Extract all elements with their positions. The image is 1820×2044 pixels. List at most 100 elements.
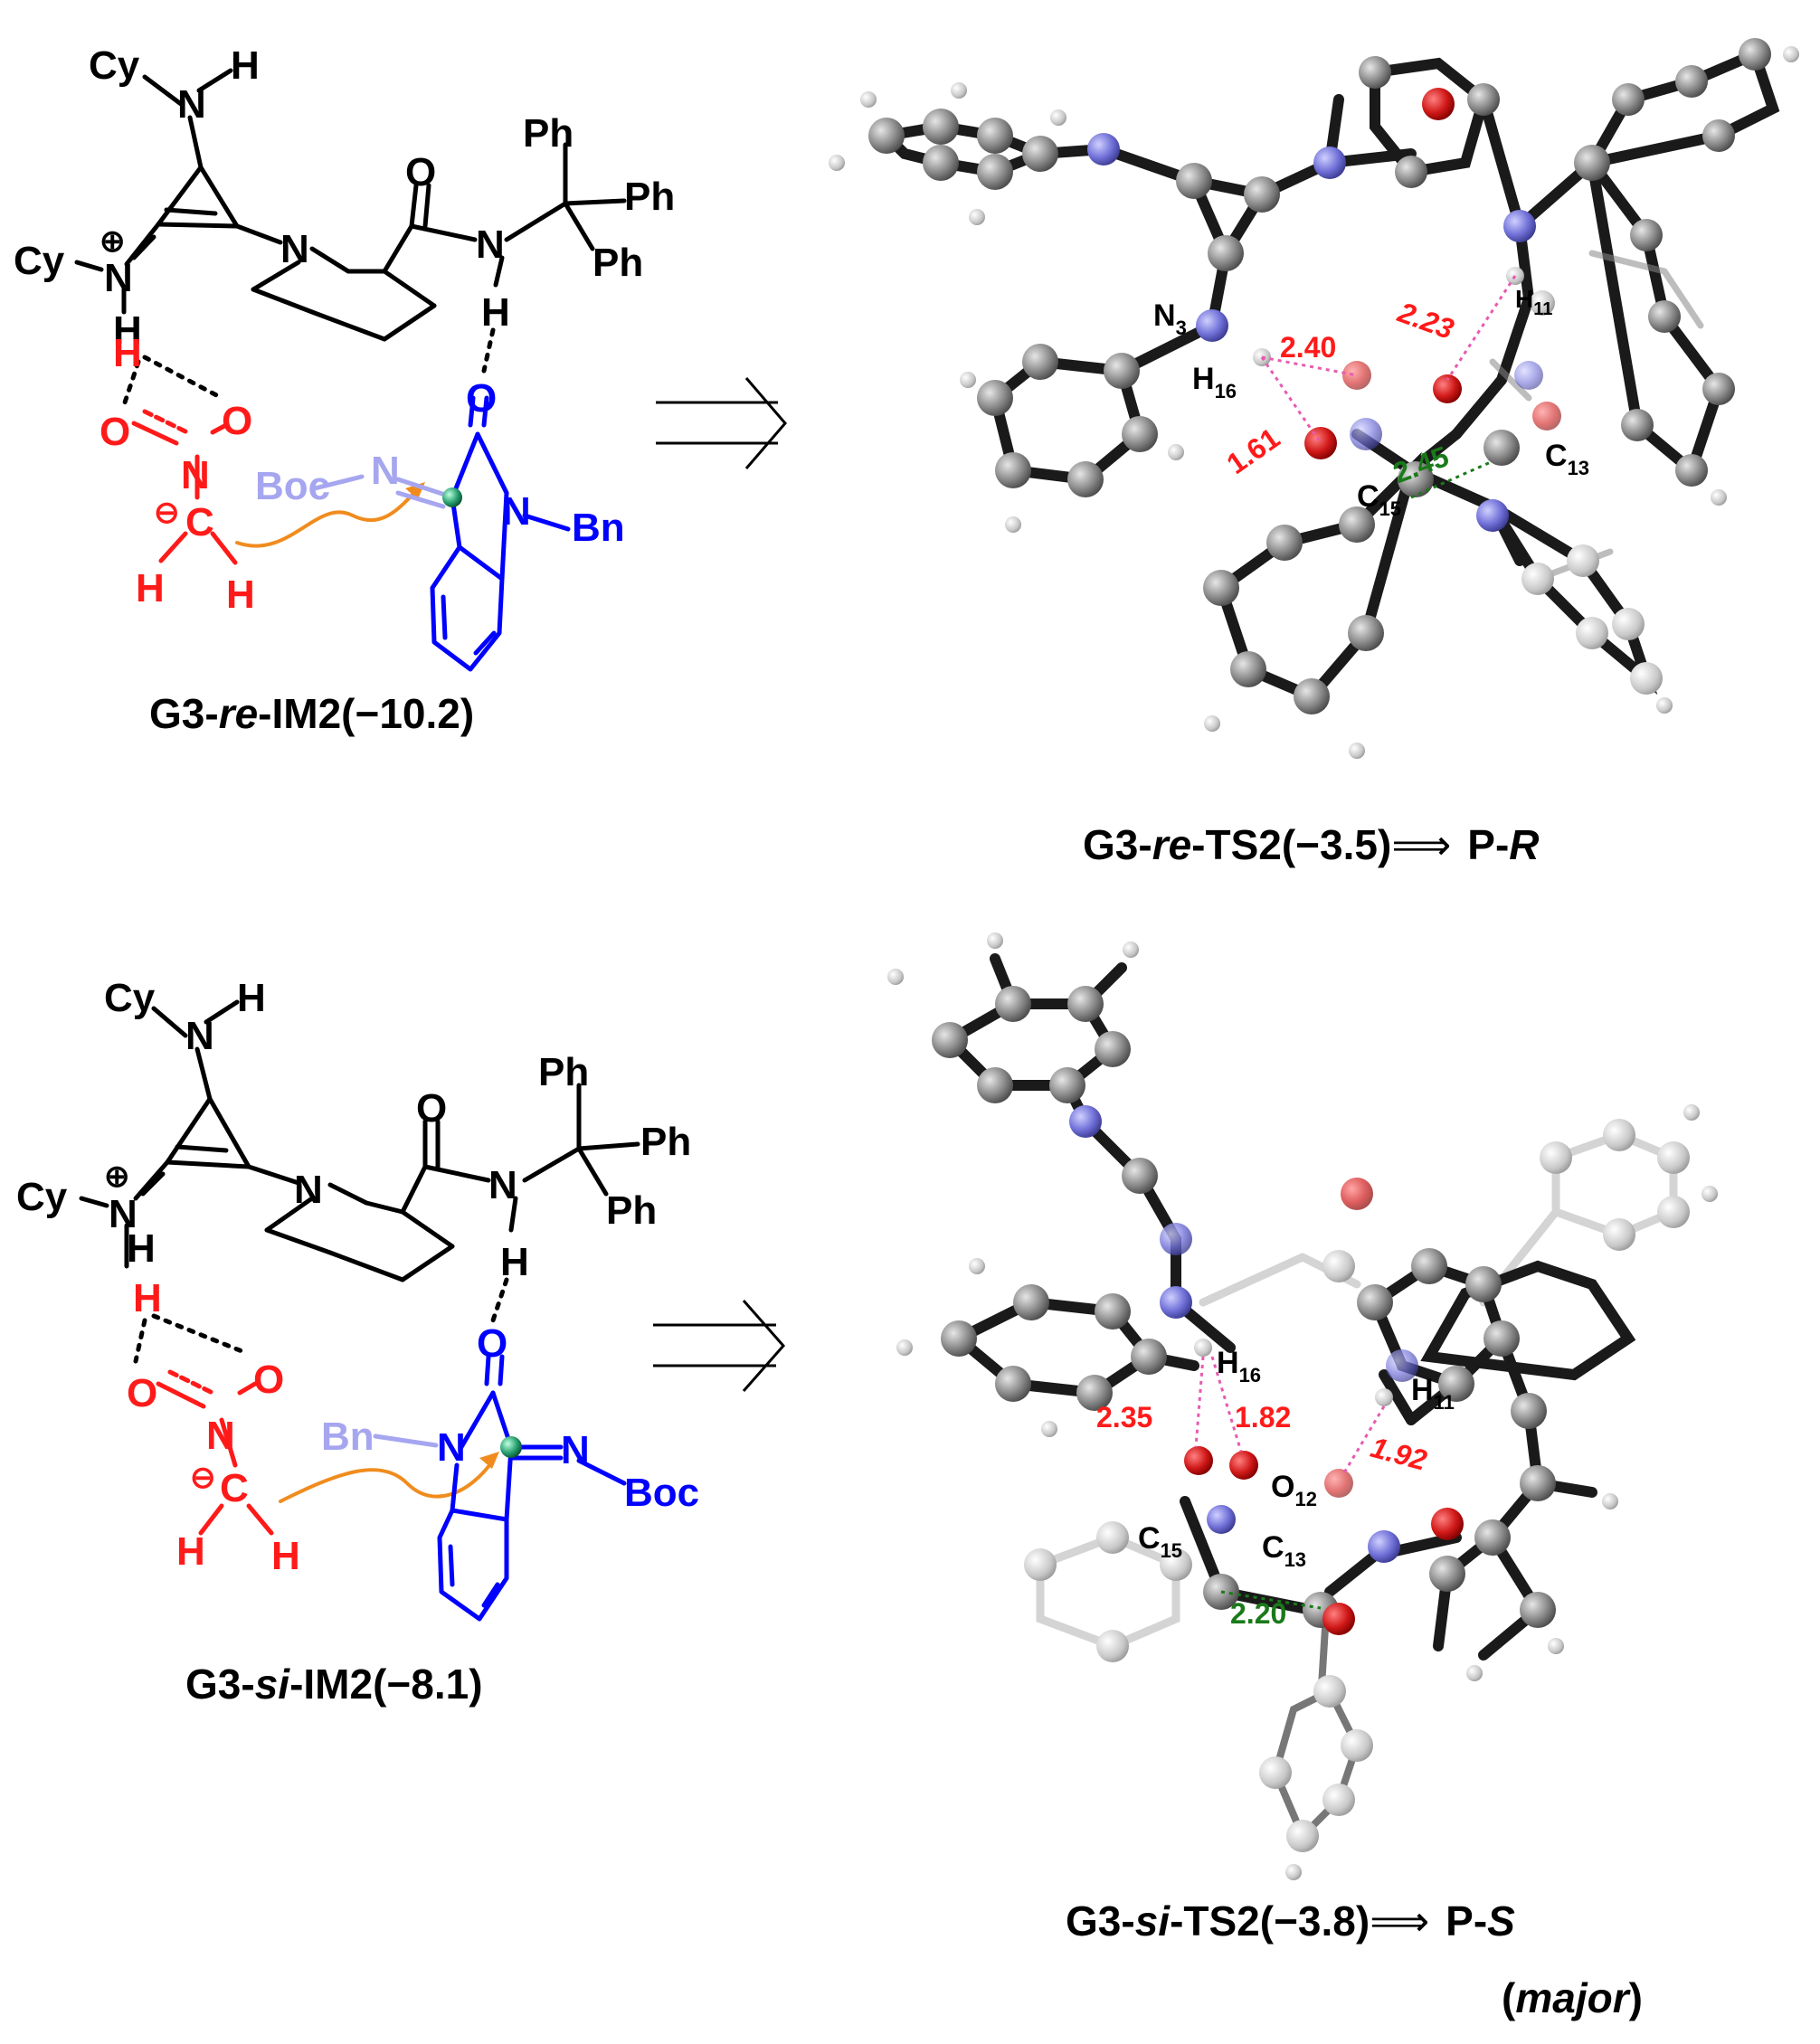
- bottom-bn: Bn: [321, 1415, 374, 1459]
- top-n-blue: N: [502, 489, 531, 534]
- top-label-n3: N3: [1153, 298, 1187, 339]
- top-h-c2: H: [226, 573, 255, 617]
- bottom-h-c1: H: [176, 1529, 205, 1574]
- bottom-n-ring: N: [294, 1168, 323, 1212]
- bottom-ph-1: Ph: [538, 1050, 589, 1094]
- bottom-o-amide: O: [416, 1086, 447, 1131]
- top-ph-2: Ph: [624, 175, 675, 219]
- top-intermediate-label: G3-re-IM2(−10.2): [149, 690, 474, 737]
- top-cy-left: Cy: [14, 239, 65, 283]
- bottom-h-amide: H: [500, 1240, 529, 1284]
- top-ph-1: Ph: [523, 111, 573, 156]
- top-bn: Bn: [572, 506, 625, 550]
- bottom-h-top: H: [237, 976, 266, 1020]
- top-h-top: H: [231, 43, 260, 88]
- bottom-cy-nh: Cy: [104, 976, 156, 1020]
- bottom-label-c13: C13: [1262, 1530, 1306, 1571]
- bottom-model-atoms: [887, 932, 1718, 1880]
- top-h-left: H: [113, 308, 142, 353]
- bottom-intermediate-label: G3-si-IM2(−8.1): [185, 1661, 483, 1708]
- bottom-ts-model: H16 H11 O12 C15 C13 2.35 1.82 1.92 2.20 …: [887, 932, 1718, 2021]
- bottom-n-amide: N: [488, 1163, 517, 1207]
- top-label-c15: C15: [1357, 479, 1401, 520]
- bottom-scheme-bonds-red: [156, 1369, 274, 1536]
- bottom-label-h11: H11: [1411, 1373, 1455, 1414]
- top-cy-nh: Cy: [89, 43, 140, 88]
- bottom-attack-arrowhead: [479, 1452, 499, 1469]
- bottom-reactive-center: [500, 1436, 522, 1458]
- bottom-scheme: Cy N H Cy N ⊕ H N O N H Ph Ph Ph H O O N…: [16, 976, 699, 1708]
- top-ts-model: N3 H16 H11 C13 C15 2.40 1.61 2.23 2.45 G…: [829, 38, 1799, 868]
- bottom-o-left: O: [127, 1371, 157, 1415]
- top-c-red: C: [185, 500, 214, 544]
- bottom-o-right: O: [253, 1358, 284, 1402]
- bottom-major-label: (major): [1502, 1974, 1643, 2021]
- bottom-label-h16: H16: [1217, 1346, 1261, 1386]
- bottom-model-contacts: [1194, 1356, 1386, 1610]
- top-o-left: O: [100, 410, 130, 454]
- top-label-c13: C13: [1545, 439, 1589, 479]
- bottom-dist-2-20: 2.20: [1230, 1597, 1286, 1630]
- top-n-ring: N: [280, 227, 309, 271]
- top-boc: Boc: [255, 464, 330, 508]
- bottom-scheme-bonds-blue: [437, 1354, 627, 1622]
- top-attack-arrow: [235, 487, 420, 548]
- top-dist-2-23: 2.23: [1393, 296, 1458, 346]
- top-model-atoms: [829, 38, 1799, 759]
- bottom-ph-2: Ph: [640, 1120, 691, 1164]
- top-h-amide: H: [481, 290, 510, 335]
- bottom-attack-arrow: [279, 1459, 495, 1503]
- top-implies-arrow: [656, 377, 787, 469]
- bottom-label-o12: O12: [1271, 1470, 1317, 1510]
- top-scheme-hbonds: [122, 327, 496, 405]
- top-label-h16: H16: [1192, 362, 1237, 402]
- bottom-n-plus: N: [109, 1192, 137, 1236]
- top-reactive-center: [442, 487, 462, 507]
- top-plus-charge: ⊕: [100, 224, 126, 259]
- top-model-contacts: [1260, 275, 1517, 499]
- top-label-h11: H11: [1515, 285, 1552, 319]
- top-ph-3: Ph: [592, 241, 643, 285]
- bottom-h-red: H: [133, 1276, 162, 1320]
- top-model-labels: N3 H16 H11 C13 C15: [1153, 285, 1589, 520]
- bottom-n-imine: N: [561, 1428, 590, 1472]
- top-o-amide: O: [405, 150, 436, 194]
- top-dist-1-61: 1.61: [1221, 421, 1286, 480]
- bottom-h-c2: H: [271, 1534, 300, 1578]
- bottom-c-red: C: [220, 1466, 249, 1510]
- bottom-scheme-bonds-faint: [373, 1434, 439, 1448]
- bottom-plus-charge: ⊕: [104, 1159, 130, 1194]
- bottom-o-carbonyl: O: [477, 1321, 507, 1366]
- top-n-amide: N: [476, 222, 505, 267]
- top-n-top: N: [177, 82, 206, 127]
- top-minus-charge: ⊖: [154, 496, 180, 530]
- top-n-plus: N: [104, 256, 133, 300]
- bottom-h-left: H: [127, 1226, 156, 1271]
- top-scheme-bonds-faint: [312, 474, 450, 509]
- bottom-dist-1-82: 1.82: [1235, 1401, 1291, 1434]
- bottom-n-nitro: N: [206, 1414, 235, 1458]
- bottom-scheme-bonds-black: [79, 999, 640, 1282]
- bottom-dist-2-35: 2.35: [1096, 1401, 1152, 1434]
- bottom-ph-3: Ph: [606, 1188, 657, 1233]
- bottom-label-c15: C15: [1138, 1521, 1182, 1562]
- top-scheme-labels: Cy N H Cy N ⊕ H N O N H Ph Ph Ph H O O N…: [14, 43, 675, 617]
- bottom-n-blue: N: [437, 1425, 466, 1470]
- bottom-model-labels: H16 H11 O12 C15 C13: [1138, 1346, 1455, 1571]
- top-dist-2-40: 2.40: [1280, 331, 1336, 364]
- bottom-ts-label: G3-si-TS2(−3.8)⟹P-S: [1066, 1897, 1515, 1945]
- top-h-c1: H: [136, 566, 165, 610]
- top-scheme-bonds-red: [131, 409, 238, 565]
- top-scheme-bonds-black: [74, 68, 627, 342]
- top-o-right: O: [222, 399, 252, 443]
- bottom-dist-1-92: 1.92: [1368, 1431, 1431, 1477]
- top-scheme: Cy N H Cy N ⊕ H N O N H Ph Ph Ph H O O N…: [14, 43, 675, 737]
- bottom-n-top: N: [185, 1014, 214, 1058]
- bottom-boc: Boc: [624, 1471, 699, 1515]
- top-scheme-bonds-blue: [430, 395, 571, 672]
- top-n-imine: N: [371, 449, 400, 493]
- top-o-carbonyl: O: [466, 376, 497, 421]
- bottom-minus-charge: ⊖: [190, 1461, 216, 1495]
- top-n-nitro: N: [181, 453, 210, 497]
